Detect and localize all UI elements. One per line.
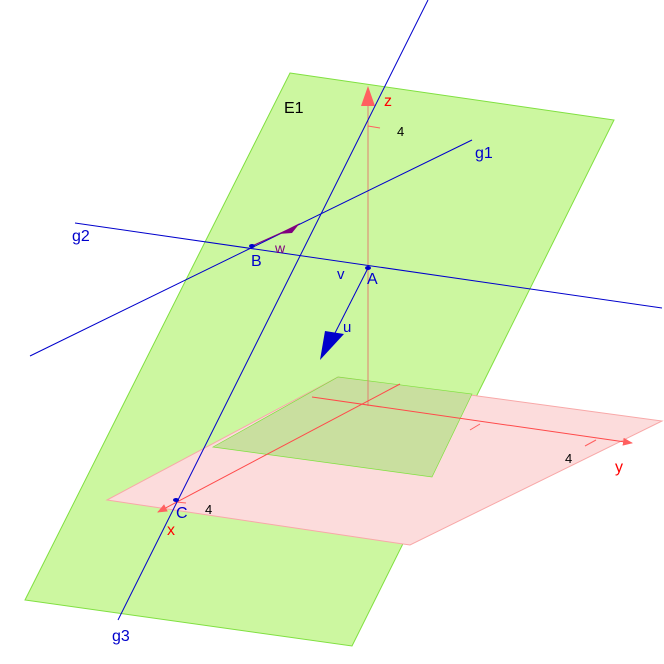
- plane-e1-label: E1: [284, 100, 304, 117]
- vector-w-label: w: [274, 240, 286, 256]
- vector-u-arrow-icon: [320, 331, 344, 360]
- x-tick-label: 4: [205, 502, 212, 517]
- z-tick: [367, 125, 381, 129]
- x-axis-label: x: [167, 522, 175, 539]
- vector-v-label: v: [337, 266, 345, 283]
- plane-overlap: [211, 376, 473, 478]
- line-g1-label: g1: [475, 145, 493, 162]
- line-g2[interactable]: [74, 222, 663, 309]
- y-tick-label: 4: [565, 451, 572, 466]
- line-g3-label: g3: [112, 628, 130, 645]
- point-c[interactable]: [173, 498, 179, 502]
- vector-u[interactable]: [333, 267, 369, 336]
- point-a-label: A: [367, 271, 378, 288]
- z-axis-label: z: [384, 93, 392, 110]
- vector-w-arrow-icon: [278, 223, 300, 234]
- point-a[interactable]: [365, 266, 371, 270]
- z-tick-label: 4: [397, 124, 404, 139]
- line-g3[interactable]: [117, 0, 429, 621]
- z-axis-arrow-icon: [361, 86, 375, 106]
- x-axis[interactable]: [157, 383, 401, 513]
- point-b[interactable]: [249, 244, 255, 248]
- plane-e1[interactable]: [24, 72, 615, 647]
- line-g2-label: g2: [72, 228, 90, 245]
- y-axis[interactable]: [311, 396, 633, 446]
- y-axis-label: y: [615, 459, 623, 476]
- point-b-label: B: [251, 253, 262, 270]
- point-c-label: C: [176, 505, 188, 522]
- x-tick: [175, 501, 187, 504]
- y-tick: [469, 423, 481, 431]
- y-tick: [584, 439, 597, 447]
- vector-u-label: u: [343, 319, 351, 336]
